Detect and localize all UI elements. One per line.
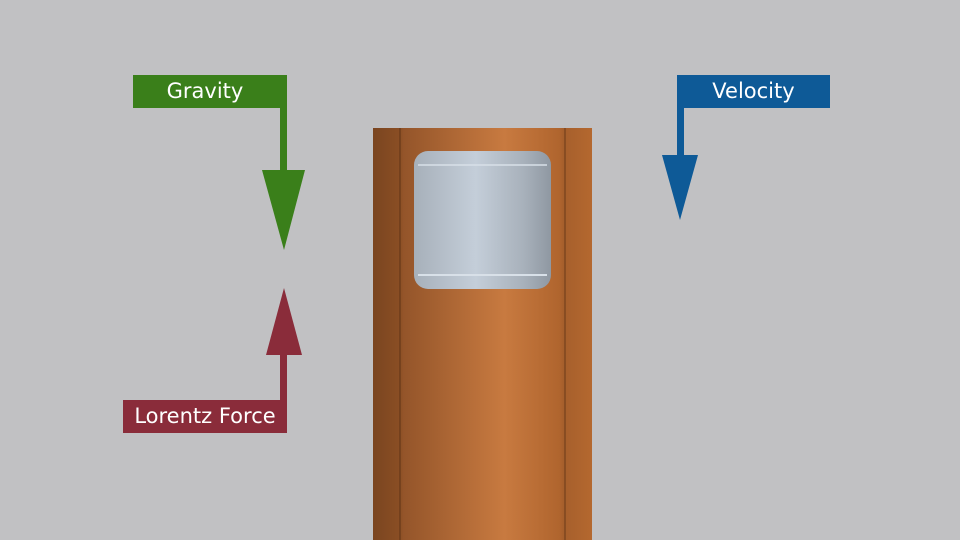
magnet <box>414 151 551 289</box>
lorentz-force-label: Lorentz Force <box>123 400 287 433</box>
velocity-arrow-icon <box>662 100 698 220</box>
gravity-arrow-icon <box>262 100 305 250</box>
velocity-label: Velocity <box>677 75 830 108</box>
lorentz-force-arrow-icon <box>266 288 302 408</box>
gravity-label: Gravity <box>133 75 287 108</box>
